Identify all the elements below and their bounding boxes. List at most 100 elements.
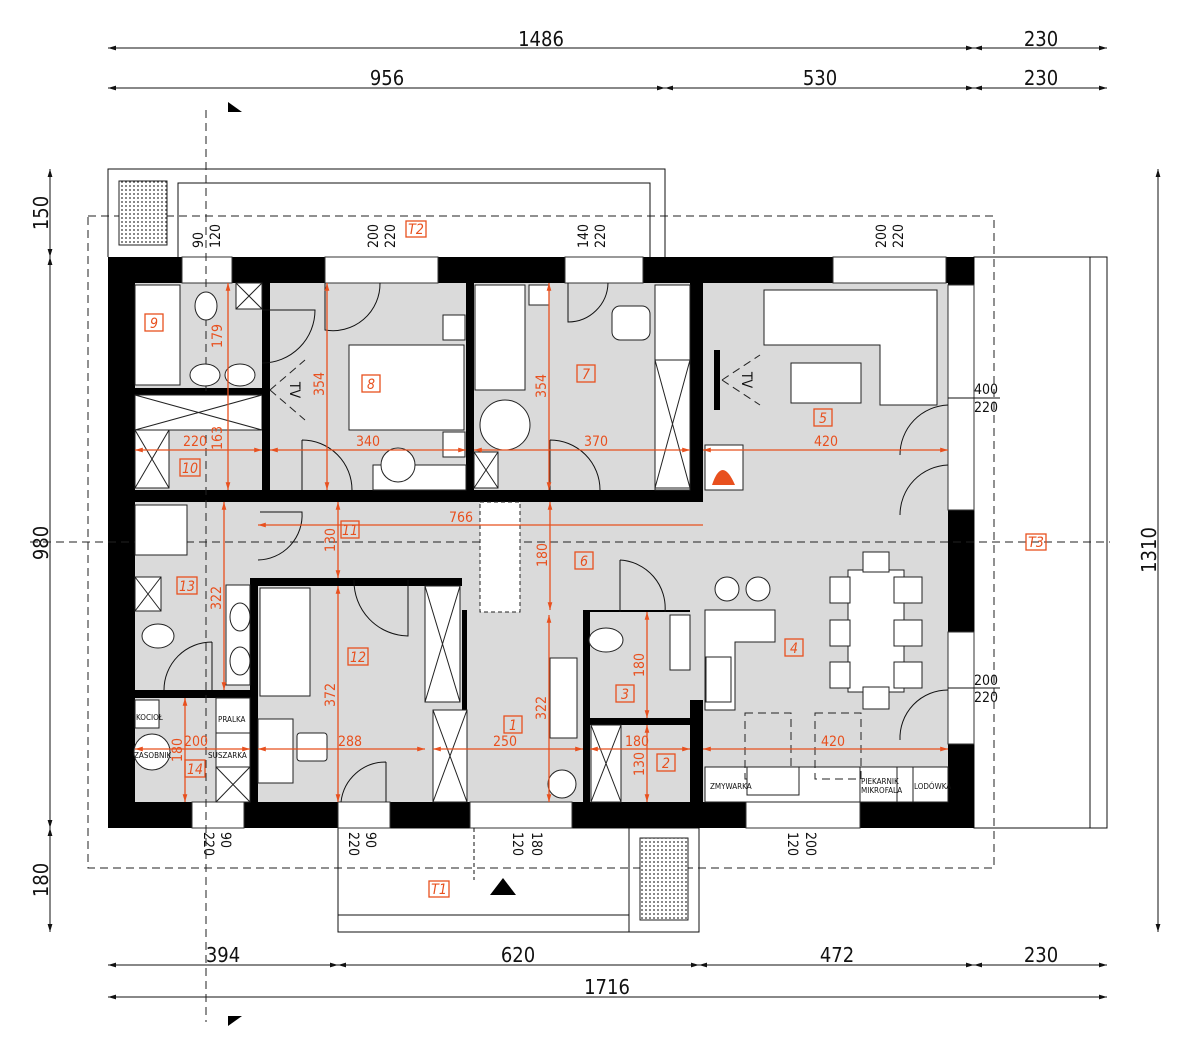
opening-3-a: 140 <box>576 224 592 248</box>
opening-8-a: 220 <box>345 832 361 856</box>
zasobnik-label: ZASOBNIK <box>134 751 172 760</box>
terrace-t1 <box>337 827 700 933</box>
room-dimension-lines <box>134 283 948 802</box>
sofa <box>763 289 938 406</box>
dim-top-total: 1486 <box>518 27 564 51</box>
room-1-label: 1 <box>509 718 517 734</box>
bed <box>348 344 465 431</box>
dim-top-left: 956 <box>370 66 404 90</box>
opening-10-b: 200 <box>802 832 818 856</box>
r12-width: 288 <box>338 734 362 750</box>
opening-4-a: 200 <box>874 224 890 248</box>
top-dimensions: 1486 230 956 530 230 <box>108 27 1107 91</box>
r1-width: 250 <box>493 734 517 750</box>
piekarnik-label: PIEKARNIK <box>861 777 899 786</box>
room-10-label: 10 <box>182 461 198 477</box>
bed <box>474 284 526 391</box>
planter <box>639 837 689 921</box>
room-12-label: 12 <box>350 650 366 666</box>
kociol-label: KOCIOŁ <box>136 713 164 722</box>
r2-height: 130 <box>632 752 648 776</box>
r6-height: 180 <box>535 543 551 567</box>
chair <box>611 305 651 341</box>
dim-left-main: 980 <box>29 526 53 560</box>
dim-bottom-terrace: 230 <box>1024 943 1058 967</box>
r13-height: 322 <box>209 586 225 610</box>
terrace-t3-label: T3 <box>1028 535 1044 551</box>
room-13-label: 13 <box>179 579 195 595</box>
dim-bottom-3: 472 <box>820 943 854 967</box>
dim-top-terrace-2: 230 <box>1024 66 1058 90</box>
dim-right-total: 1310 <box>1137 527 1161 573</box>
opening-5-b: 220 <box>974 400 998 416</box>
r11-height: 130 <box>323 528 339 552</box>
opening-4-b: 220 <box>891 224 907 248</box>
dim-top-terrace: 230 <box>1024 27 1058 51</box>
room-2-label: 2 <box>662 756 670 772</box>
dim-bottom-1: 394 <box>206 943 240 967</box>
kitchen-counter <box>704 766 949 803</box>
r8-height: 354 <box>312 372 328 396</box>
lodowka-label: LODÓWKA <box>914 780 951 791</box>
r3-height: 180 <box>632 653 648 677</box>
opening-6-a: 200 <box>974 673 998 689</box>
room-4-label: 4 <box>790 641 798 657</box>
opening-labels: 90 120 200 220 140 220 200 220 400 220 2… <box>191 224 1000 856</box>
r14-height: 180 <box>170 738 186 762</box>
opening-8-b: 90 <box>362 832 378 848</box>
pralka-label: PRALKA <box>218 715 246 724</box>
entrance-arrow-icon <box>490 878 516 895</box>
room-11-label: 11 <box>342 523 358 539</box>
room-8-label: 8 <box>367 377 375 393</box>
room-14-label: 14 <box>187 762 203 778</box>
r10-width: 220 <box>183 434 207 450</box>
r2-width: 180 <box>625 734 649 750</box>
opening-3-b: 220 <box>593 224 609 248</box>
dim-bottom-2: 620 <box>501 943 535 967</box>
sink <box>224 363 256 387</box>
r7-width: 370 <box>584 434 608 450</box>
r9-height: 179 <box>210 324 226 348</box>
opening-7-a: 220 <box>200 832 216 856</box>
terrace-t1-label: T1 <box>431 882 447 898</box>
side-dimensions: 150 980 180 1310 <box>29 169 1161 932</box>
section-arrow-icon <box>228 1016 242 1026</box>
mikrofala-label: MIKROFALA <box>861 786 902 795</box>
stairs <box>479 501 521 613</box>
opening-7-b: 90 <box>217 832 233 848</box>
section-lines <box>30 102 1110 1026</box>
r10-height: 163 <box>210 426 226 450</box>
r8-width: 340 <box>356 434 380 450</box>
dim-bottom-total: 1716 <box>584 975 630 999</box>
opening-1-a: 90 <box>191 232 207 248</box>
suszarka-label: SUSZARKA <box>208 751 247 760</box>
opening-5-a: 400 <box>974 382 998 398</box>
room-3-label: 3 <box>621 687 629 703</box>
terrace-t2 <box>107 168 666 257</box>
sink <box>189 363 221 387</box>
dim-left-top: 150 <box>29 196 53 230</box>
r11-width: 766 <box>449 510 473 526</box>
r4-width: 420 <box>821 734 845 750</box>
bed <box>259 587 311 697</box>
r7-height: 354 <box>534 374 550 398</box>
terrace-t2-label: T2 <box>408 222 424 238</box>
room-dimensions: 179 220 163 354 340 354 370 420 766 130 … <box>170 324 845 776</box>
tv-label: TV <box>286 381 302 399</box>
opening-10-a: 120 <box>784 832 800 856</box>
planter <box>118 180 168 246</box>
opening-1-b: 120 <box>208 224 224 248</box>
room-6-label: 6 <box>580 554 588 570</box>
coffee-table <box>790 362 862 404</box>
r1-height: 322 <box>534 696 550 720</box>
opening-2-a: 200 <box>366 224 382 248</box>
room-7-label: 7 <box>582 367 590 383</box>
toilet <box>194 291 218 321</box>
bathtub <box>134 284 181 386</box>
opening-2-b: 220 <box>383 224 399 248</box>
r14-width: 200 <box>184 734 208 750</box>
tv-label: TV <box>738 371 754 389</box>
dim-top-right: 530 <box>803 66 837 90</box>
chair <box>296 732 328 762</box>
